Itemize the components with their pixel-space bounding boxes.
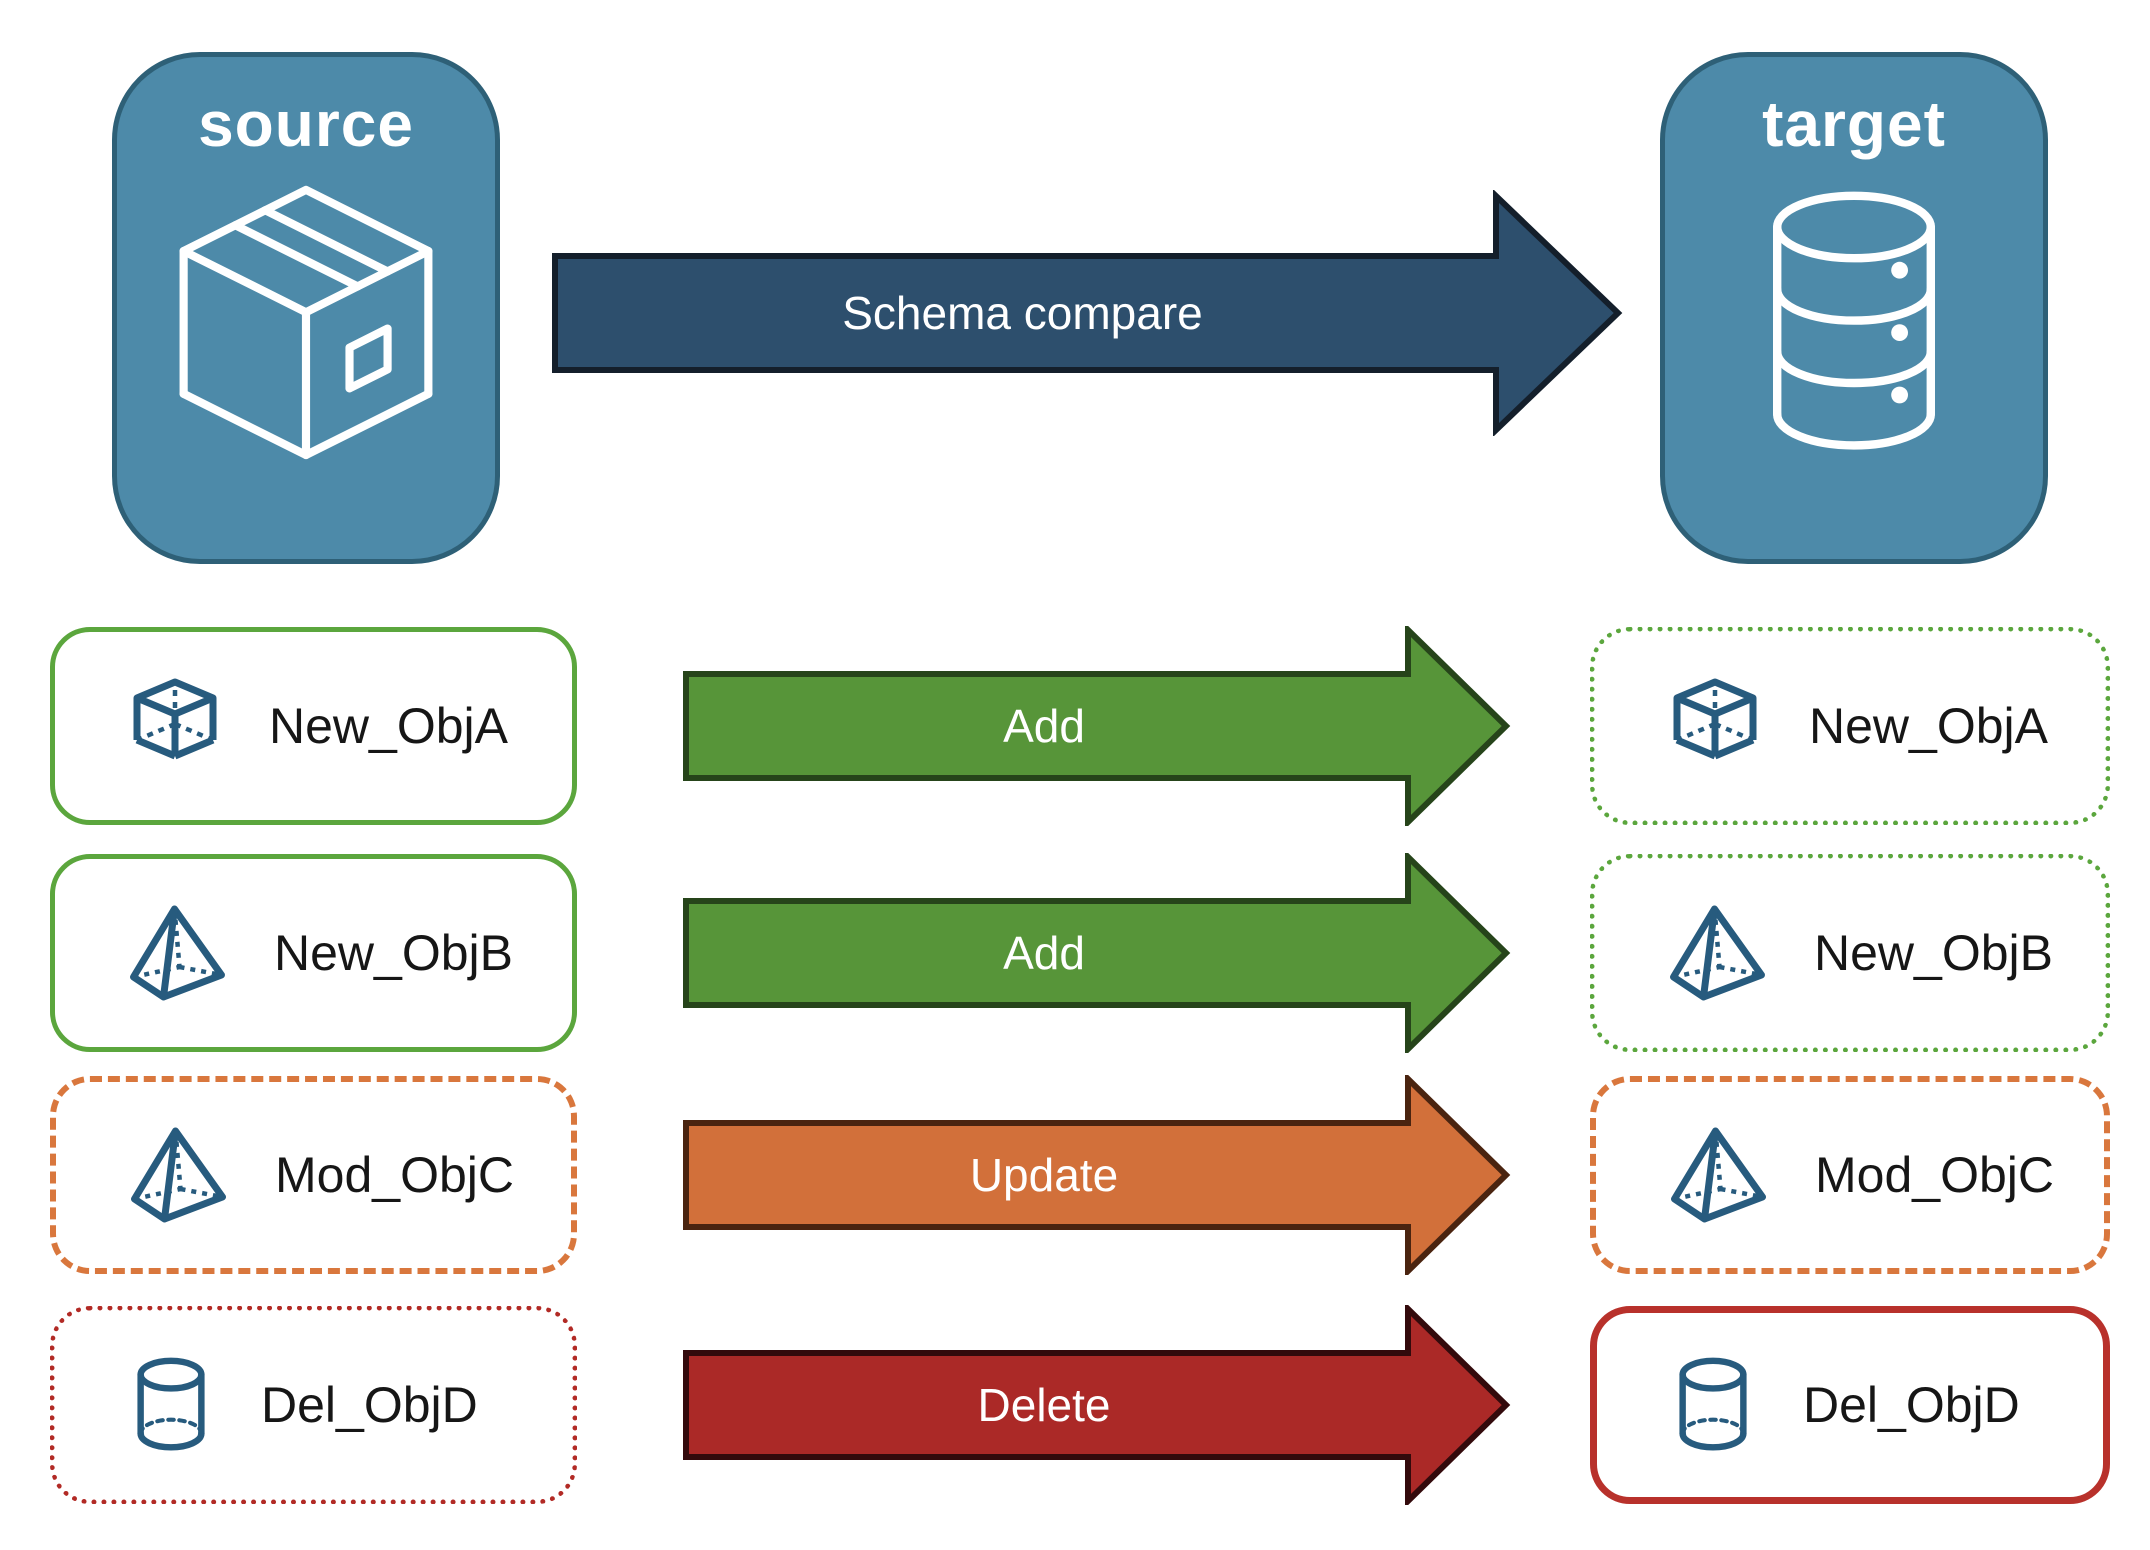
target-object-box-new-obja: New_ObjA (1590, 627, 2110, 825)
object-label: Del_ObjD (1803, 1377, 2020, 1433)
source-object-box-new-objb: New_ObjB (50, 854, 577, 1052)
cylinder-icon (137, 1357, 205, 1451)
object-label: Mod_ObjC (1815, 1147, 2054, 1203)
source-panel: source (112, 52, 500, 564)
source-object-box-mod-objc: Mod_ObjC (50, 1076, 577, 1274)
add-arrow-1-label: Add (1003, 700, 1085, 752)
cube-icon (133, 678, 217, 760)
source-panel-title: source (198, 88, 414, 160)
update-arrow (683, 1075, 1511, 1275)
object-label: New_ObjA (1809, 698, 2048, 754)
object-label: Del_ObjD (261, 1377, 478, 1433)
pyramid-icon (131, 1127, 226, 1223)
delete-arrow (683, 1305, 1511, 1505)
add-arrow-2-label: Add (1003, 927, 1085, 979)
add-arrow-1 (683, 626, 1511, 826)
pyramid-icon (130, 905, 225, 1001)
target-panel-title: target (1762, 88, 1946, 160)
source-object-box-del-objd: Del_ObjD (50, 1306, 577, 1504)
cylinder-icon (1679, 1357, 1747, 1451)
object-label: New_ObjB (1814, 925, 2053, 981)
schema-compare-arrow-label: Schema compare (842, 287, 1203, 339)
schema-compare-arrow (552, 190, 1623, 436)
database-stack-icon (1773, 191, 1935, 450)
target-object-box-new-objb: New_ObjB (1590, 854, 2110, 1052)
add-arrow-2 (683, 853, 1511, 1053)
pyramid-icon (1671, 1127, 1766, 1223)
object-label: Mod_ObjC (275, 1147, 514, 1203)
package-icon (179, 185, 433, 460)
update-arrow-label: Update (969, 1149, 1119, 1201)
source-object-box-new-obja: New_ObjA (50, 627, 577, 825)
pyramid-icon (1670, 905, 1765, 1001)
object-label: New_ObjB (274, 925, 513, 981)
object-label: New_ObjA (269, 698, 508, 754)
target-panel: target (1660, 52, 2048, 564)
target-object-box-mod-objc: Mod_ObjC (1590, 1076, 2110, 1274)
target-object-box-del-objd: Del_ObjD (1590, 1306, 2110, 1504)
cube-icon (1673, 678, 1757, 760)
delete-arrow-label: Delete (977, 1379, 1111, 1431)
